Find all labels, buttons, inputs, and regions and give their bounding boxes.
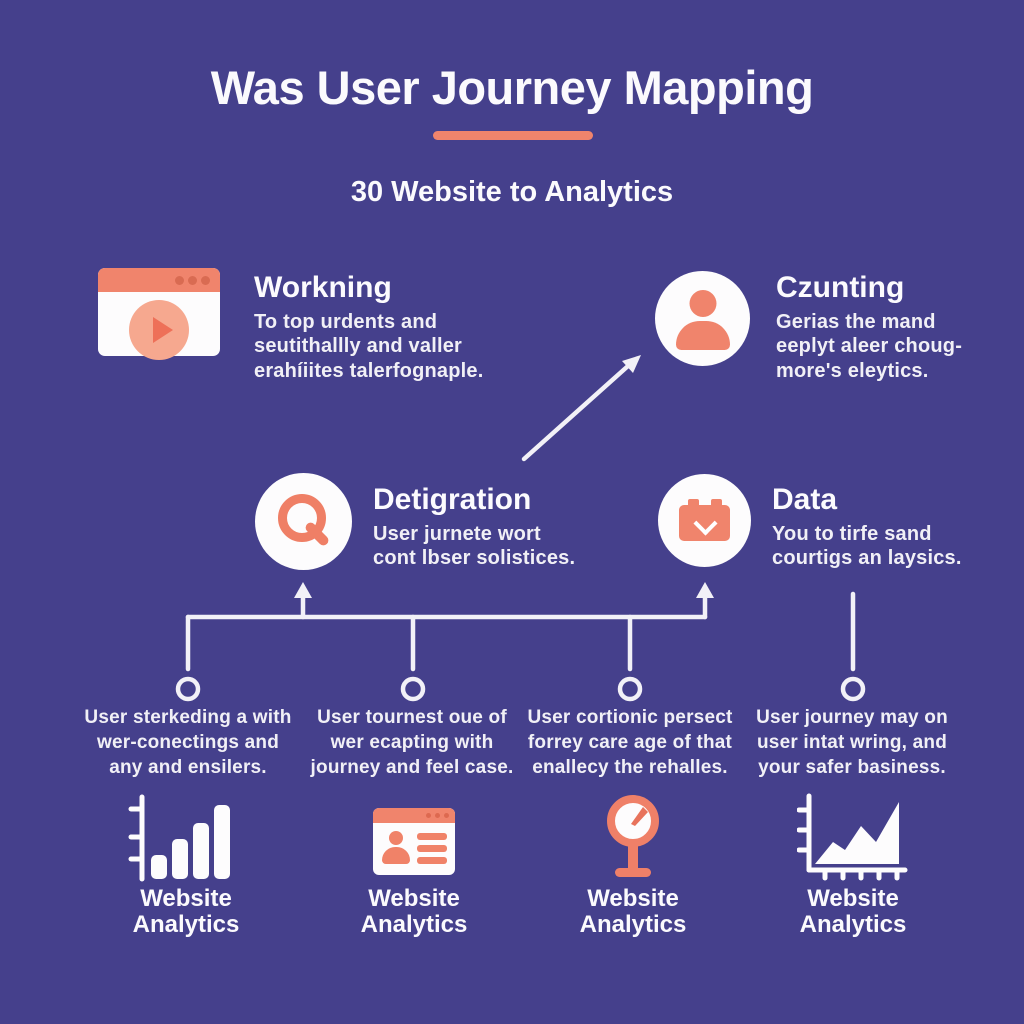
feature-heading: Workning bbox=[254, 271, 392, 304]
footer-label-line: Analytics bbox=[799, 911, 907, 938]
timeline-note: User cortionic persect forrey care age o… bbox=[505, 705, 755, 780]
feature-body-line: more's eleytics. bbox=[776, 359, 929, 382]
card-text-line-icon bbox=[417, 833, 447, 840]
video-player-browser-icon bbox=[98, 268, 220, 360]
footer-label: Website Analytics bbox=[533, 886, 733, 938]
feature-body-line: courtigs an laysics. bbox=[772, 547, 962, 570]
note-line: user intat wring, and bbox=[757, 732, 947, 754]
magnifier-ring-icon bbox=[278, 494, 326, 542]
timeline-note: User tournest oue of wer ecapting with j… bbox=[287, 705, 537, 780]
note-line: wer-conectings and bbox=[96, 732, 280, 754]
browser-dot-icon bbox=[175, 276, 184, 285]
feature-body-line: Gerias the mand bbox=[776, 311, 936, 333]
card-dot-icon bbox=[426, 813, 431, 818]
card-user-shoulders-icon bbox=[382, 847, 410, 864]
feature-body-line: seutithallly and valler bbox=[254, 335, 463, 358]
card-dot-icon bbox=[444, 813, 449, 818]
play-button-icon bbox=[129, 300, 189, 360]
card-dot-icon bbox=[435, 813, 440, 818]
feature-body-line: You to tirfe sand bbox=[772, 523, 932, 545]
browser-titlebar bbox=[98, 268, 220, 292]
footer-label: Website Analytics bbox=[753, 886, 953, 938]
card-text-line-icon bbox=[417, 845, 447, 852]
subtitle: 30 Website to Analytics bbox=[350, 176, 674, 208]
feature-heading: Data bbox=[772, 483, 838, 516]
feature-data: Data You to tirfe sand courtigs an laysi… bbox=[772, 483, 997, 571]
user-shoulders-icon bbox=[675, 321, 730, 350]
card-titlebar bbox=[373, 808, 455, 823]
bar-chart-icon bbox=[128, 794, 230, 882]
briefcase-tab-icon bbox=[711, 499, 722, 507]
footer-label-line: Website bbox=[368, 885, 460, 912]
search-icon bbox=[255, 473, 352, 570]
note-line: User cortionic persect bbox=[527, 707, 733, 728]
user-icon bbox=[655, 271, 750, 366]
gauge-icon bbox=[607, 795, 659, 877]
note-line: User journey may on bbox=[756, 707, 948, 728]
footer-label-line: Analytics bbox=[360, 911, 468, 938]
note-line: wer ecapting with bbox=[330, 732, 494, 754]
feature-body-line: To top urdents and bbox=[254, 311, 438, 333]
card-text-line-icon bbox=[417, 857, 447, 864]
briefcase-tab-icon bbox=[688, 499, 699, 507]
briefcase-body-icon bbox=[679, 505, 730, 541]
timeline-note: User sterkeding a with wer-conectings an… bbox=[63, 705, 313, 780]
feature-heading: Detigration bbox=[373, 483, 532, 516]
footer-label: Website Analytics bbox=[86, 886, 286, 938]
title-underline bbox=[433, 131, 593, 140]
footer-label-line: Website bbox=[587, 885, 679, 912]
note-line: forrey care age of that bbox=[527, 732, 733, 754]
user-card-icon bbox=[373, 808, 455, 875]
footer-label: Website Analytics bbox=[314, 886, 514, 938]
feature-body-line: cont lbser solistices. bbox=[373, 547, 576, 570]
note-line: User tournest oue of bbox=[317, 707, 507, 728]
note-line: journey and feel case. bbox=[310, 757, 514, 779]
card-user-head-icon bbox=[389, 831, 403, 845]
feature-body-line: erahíiites talerfognaple. bbox=[254, 359, 484, 382]
area-chart-icon bbox=[797, 793, 908, 881]
feature-heading: Czunting bbox=[776, 271, 905, 304]
page-title: Was User Journey Mapping bbox=[210, 61, 814, 114]
note-line: User sterkeding a with bbox=[84, 707, 292, 728]
footer-label-line: Website bbox=[140, 885, 232, 912]
feature-czunting: Czunting Gerias the mand eeplyt aleer ch… bbox=[776, 271, 1001, 383]
browser-dot-icon bbox=[188, 276, 197, 285]
play-triangle-icon bbox=[153, 317, 173, 343]
user-head-icon bbox=[689, 290, 716, 317]
footer-label-line: Analytics bbox=[579, 911, 687, 938]
note-line: enallecy the rehalles. bbox=[532, 757, 728, 779]
note-line: any and ensilers. bbox=[109, 757, 267, 779]
feature-detigration: Detigration User jurnete wort cont lbser… bbox=[373, 483, 623, 571]
note-line: your safer basiness. bbox=[758, 757, 946, 779]
briefcase-icon bbox=[658, 474, 751, 567]
footer-label-line: Website bbox=[807, 885, 899, 912]
footer-label-line: Analytics bbox=[132, 911, 240, 938]
feature-workning: Workning To top urdents and seutithallly… bbox=[254, 271, 504, 383]
feature-body-line: User jurnete wort bbox=[373, 523, 541, 545]
timeline-note: User journey may on user intat wring, an… bbox=[727, 705, 977, 780]
feature-body-line: eeplyt aleer choug- bbox=[776, 335, 963, 358]
browser-dot-icon bbox=[201, 276, 210, 285]
